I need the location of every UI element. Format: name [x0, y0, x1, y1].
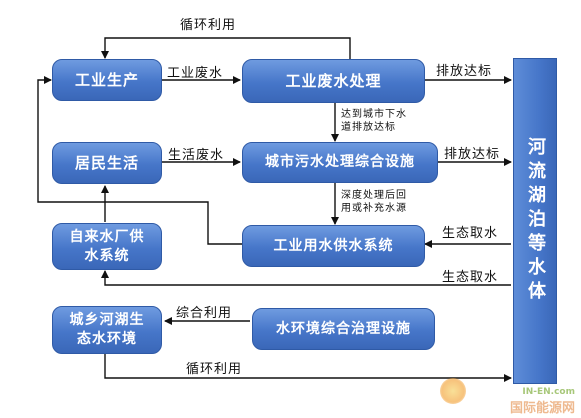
box-urban-rural-ecology: 城乡河湖生 态水环境 [52, 306, 162, 354]
watermark: IN-EN.com 国际能源网 [510, 387, 575, 416]
box-urban-rural-line1: 城乡河湖生 [69, 312, 145, 329]
box-residential-life: 居民生活 [52, 142, 162, 184]
arrow-supply-loop [37, 76, 242, 245]
box-industrial-water-supply-label: 工业用水供水系统 [273, 237, 394, 254]
label-deep-treatment-line2: 用或补充水源 [341, 202, 407, 214]
box-industrial-wastewater-treatment: 工业废水处理 [242, 59, 425, 103]
label-comprehensive-use: 综合利用 [176, 306, 233, 321]
label-recycle-top: 循环利用 [180, 18, 237, 33]
watermark-sun-icon [440, 378, 466, 404]
label-deep-treatment-line1: 深度处理后回 [341, 190, 407, 201]
box-urban-sewage-treatment: 城市污水处理综合设施 [242, 142, 438, 183]
watermark-text: 国际能源网 [509, 401, 575, 416]
box-tap-water-line2: 水系统 [84, 247, 130, 264]
box-tap-water-line1: 自来水厂供 [69, 228, 145, 245]
label-domestic-wastewater: 生活废水 [168, 148, 225, 163]
label-discharge-mid: 排放达标 [444, 147, 501, 162]
box-urban-sewage-treatment-label: 城市污水处理综合设施 [265, 154, 415, 171]
box-tap-water-system: 自来水厂供 水系统 [52, 223, 162, 270]
box-river-lake-body-label: 河流湖泊等水体 [525, 137, 546, 305]
arrow-eco-intake-2 [101, 270, 511, 286]
label-eco-intake-1: 生态取水 [442, 226, 499, 241]
box-water-env-treatment: 水环境综合治理设施 [252, 308, 435, 350]
box-river-lake-body: 河流湖泊等水体 [513, 58, 557, 384]
label-to-sewer: 达到城市下水 道排放达标 [341, 109, 431, 134]
box-industrial-production: 工业生产 [52, 59, 162, 101]
label-to-sewer-line2: 道排放达标 [341, 121, 396, 133]
label-industrial-wastewater: 工业废水 [167, 66, 224, 81]
box-water-env-treatment-label: 水环境综合治理设施 [276, 320, 411, 337]
label-recycle-bottom: 循环利用 [186, 362, 243, 377]
box-industrial-production-label: 工业生产 [74, 70, 139, 89]
arrow-recycle-top [101, 37, 351, 60]
box-industrial-water-supply: 工业用水供水系统 [242, 225, 425, 267]
label-deep-treatment: 深度处理后回 用或补充水源 [341, 190, 431, 215]
watermark-logo-text: IN-EN.com [522, 387, 575, 397]
box-urban-rural-line2: 态水环境 [77, 331, 137, 347]
box-industrial-wastewater-treatment-label: 工业废水处理 [285, 71, 382, 90]
label-to-sewer-line1: 达到城市下水 [341, 109, 407, 120]
label-eco-intake-2: 生态取水 [442, 270, 499, 285]
arrow-recycle-bottom [104, 354, 512, 382]
label-discharge-top: 排放达标 [436, 64, 493, 79]
box-residential-life-label: 居民生活 [74, 153, 139, 172]
